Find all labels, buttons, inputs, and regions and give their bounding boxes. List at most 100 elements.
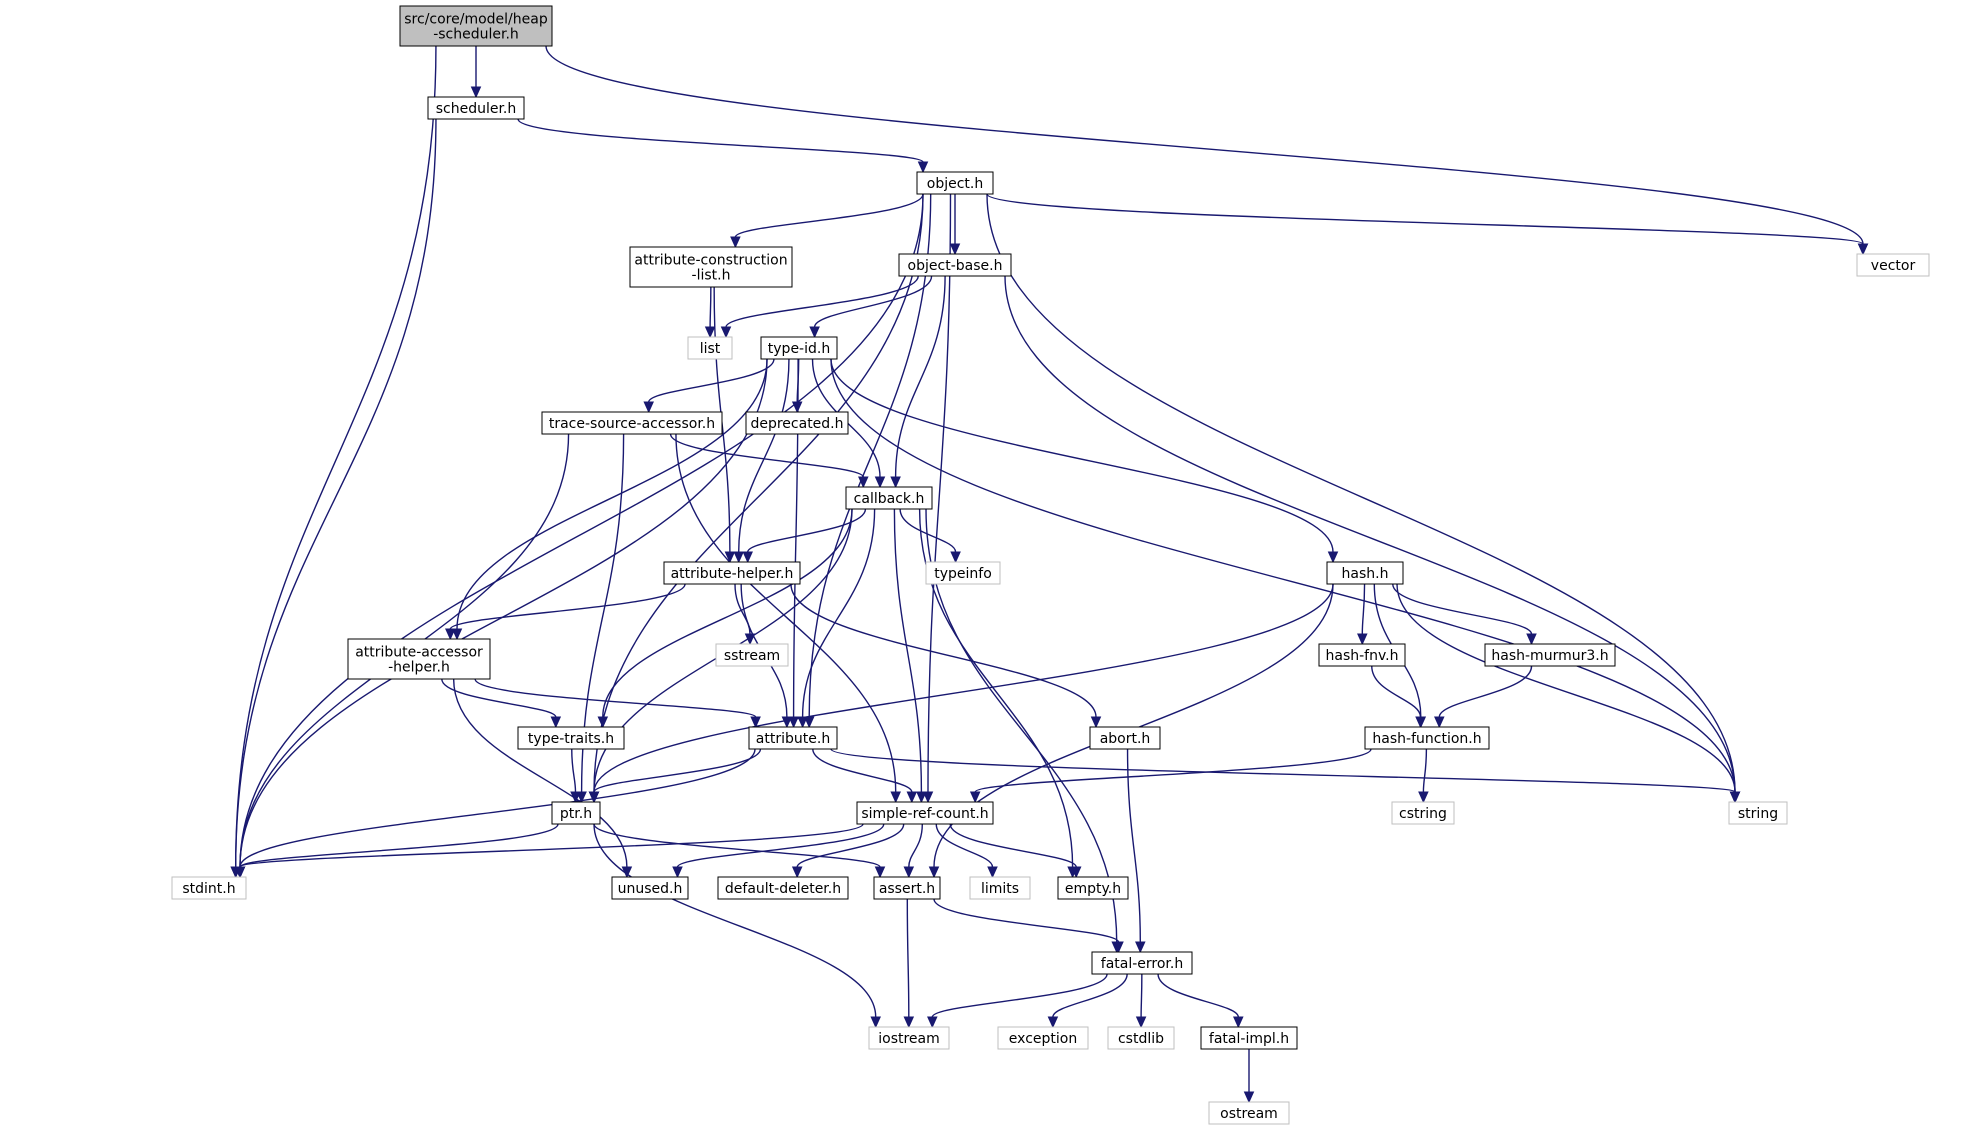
arrowhead xyxy=(950,551,961,564)
node-label: callback.h xyxy=(854,491,925,507)
node-label: attribute.h xyxy=(756,731,830,747)
node-stdint: stdint.h xyxy=(171,876,247,900)
edge-line xyxy=(602,508,853,718)
edge-line xyxy=(648,358,775,403)
edge-line xyxy=(986,193,1864,245)
node-label: type-traits.h xyxy=(528,731,614,747)
node-label: deprecated.h xyxy=(750,416,843,432)
node-hash[interactable]: hash.h xyxy=(1326,561,1404,585)
arrowhead xyxy=(750,716,761,729)
edge-line xyxy=(801,508,876,718)
node-attrhelper[interactable]: attribute-helper.h xyxy=(663,561,801,585)
node-label: ptr.h xyxy=(560,806,592,822)
node-box xyxy=(399,5,553,47)
node-ptr[interactable]: ptr.h xyxy=(551,801,601,825)
arrowhead xyxy=(744,633,756,646)
node-tsa[interactable]: trace-source-accessor.h xyxy=(541,411,723,435)
node-box xyxy=(551,801,601,825)
node-label: attribute-accessor xyxy=(355,645,483,661)
node-typeid[interactable]: type-id.h xyxy=(760,336,838,360)
edge-line xyxy=(893,508,923,793)
edge-line xyxy=(675,433,897,793)
edge-line xyxy=(449,583,686,630)
node-attrconst[interactable]: attribute-construction-list.h xyxy=(629,246,793,288)
arrowhead xyxy=(927,1016,938,1029)
edge-line xyxy=(1438,665,1533,718)
arrowhead xyxy=(890,476,901,489)
node-box xyxy=(717,876,849,900)
edge-tsa-to-callback xyxy=(669,433,869,489)
edge-callback-to-attrhelper xyxy=(742,508,867,564)
edge-typetraits-to-ptr xyxy=(570,748,581,804)
node-ostream: ostream xyxy=(1208,1101,1290,1125)
node-box xyxy=(663,561,801,585)
node-hashfunc[interactable]: hash-function.h xyxy=(1364,726,1490,750)
node-object[interactable]: object.h xyxy=(916,171,994,195)
edge-line xyxy=(593,583,1334,793)
arrowhead xyxy=(1415,716,1426,729)
node-deprecated[interactable]: deprecated.h xyxy=(745,411,849,435)
node-hashfnv[interactable]: hash-fnv.h xyxy=(1318,643,1406,667)
node-fatalerror[interactable]: fatal-error.h xyxy=(1091,951,1193,975)
node-unused[interactable]: unused.h xyxy=(611,876,689,900)
node-label: exception xyxy=(1009,1031,1077,1047)
arrowhead xyxy=(917,161,929,174)
edge-aah-to-typetraits xyxy=(441,678,562,729)
node-defdel[interactable]: default-deleter.h xyxy=(717,876,849,900)
node-label: string xyxy=(1738,806,1778,822)
edge-line xyxy=(931,973,1108,1018)
node-label: type-id.h xyxy=(768,341,830,357)
node-box xyxy=(1856,253,1930,277)
node-assert[interactable]: assert.h xyxy=(873,876,941,900)
arrowhead xyxy=(949,243,961,256)
arrowhead xyxy=(470,86,482,99)
arrowhead xyxy=(928,866,940,879)
edge-typeid-to-deprecated xyxy=(791,358,803,414)
node-callback[interactable]: callback.h xyxy=(845,486,933,510)
arrowhead xyxy=(791,401,803,414)
node-label: hash-murmur3.h xyxy=(1491,648,1608,664)
edge-assert-to-iostream xyxy=(903,898,915,1029)
arrowhead xyxy=(234,866,246,879)
edge-line xyxy=(593,823,881,868)
edge-ptr-to-iostream xyxy=(593,823,881,1029)
node-label: hash-fnv.h xyxy=(1326,648,1399,664)
arrowhead xyxy=(1113,941,1124,954)
edge-line xyxy=(1371,665,1422,718)
node-hashmm3[interactable]: hash-murmur3.h xyxy=(1484,643,1616,667)
node-label: hash-function.h xyxy=(1372,731,1481,747)
node-abort[interactable]: abort.h xyxy=(1089,726,1161,750)
node-box xyxy=(898,253,1012,277)
node-attribute[interactable]: attribute.h xyxy=(748,726,838,750)
edge-attribute-to-stdint xyxy=(234,748,756,879)
edge-hashfunc-to-src xyxy=(969,748,1372,804)
node-root[interactable]: src/core/model/heap-scheduler.h xyxy=(399,5,553,47)
node-src[interactable]: simple-ref-count.h xyxy=(856,801,994,825)
edge-line xyxy=(456,358,768,630)
node-label: simple-ref-count.h xyxy=(861,806,988,822)
node-label: -list.h xyxy=(692,268,731,284)
arrowhead xyxy=(730,236,741,249)
edge-line xyxy=(830,748,1736,793)
edge-line xyxy=(452,678,628,868)
edge-callback-to-typeinfo xyxy=(899,508,961,564)
node-box xyxy=(517,726,625,750)
node-box xyxy=(997,1026,1089,1050)
edge-line xyxy=(676,823,885,868)
node-scheduler[interactable]: scheduler.h xyxy=(427,96,525,120)
node-aah[interactable]: attribute-accessor-helper.h xyxy=(347,638,491,680)
node-box xyxy=(1728,801,1788,825)
node-empty[interactable]: empty.h xyxy=(1057,876,1129,900)
edge-line xyxy=(812,748,913,793)
arrowhead xyxy=(1327,551,1339,564)
node-exception: exception xyxy=(997,1026,1089,1050)
node-label: unused.h xyxy=(618,881,683,897)
edge-object-to-attrconst xyxy=(730,193,924,249)
node-objectbase[interactable]: object-base.h xyxy=(898,253,1012,277)
edge-line xyxy=(669,433,864,478)
node-fatalimpl[interactable]: fatal-impl.h xyxy=(1200,1026,1298,1050)
arrowhead xyxy=(643,401,654,414)
node-typetraits[interactable]: type-traits.h xyxy=(517,726,625,750)
edge-object-to-objectbase xyxy=(949,194,961,256)
